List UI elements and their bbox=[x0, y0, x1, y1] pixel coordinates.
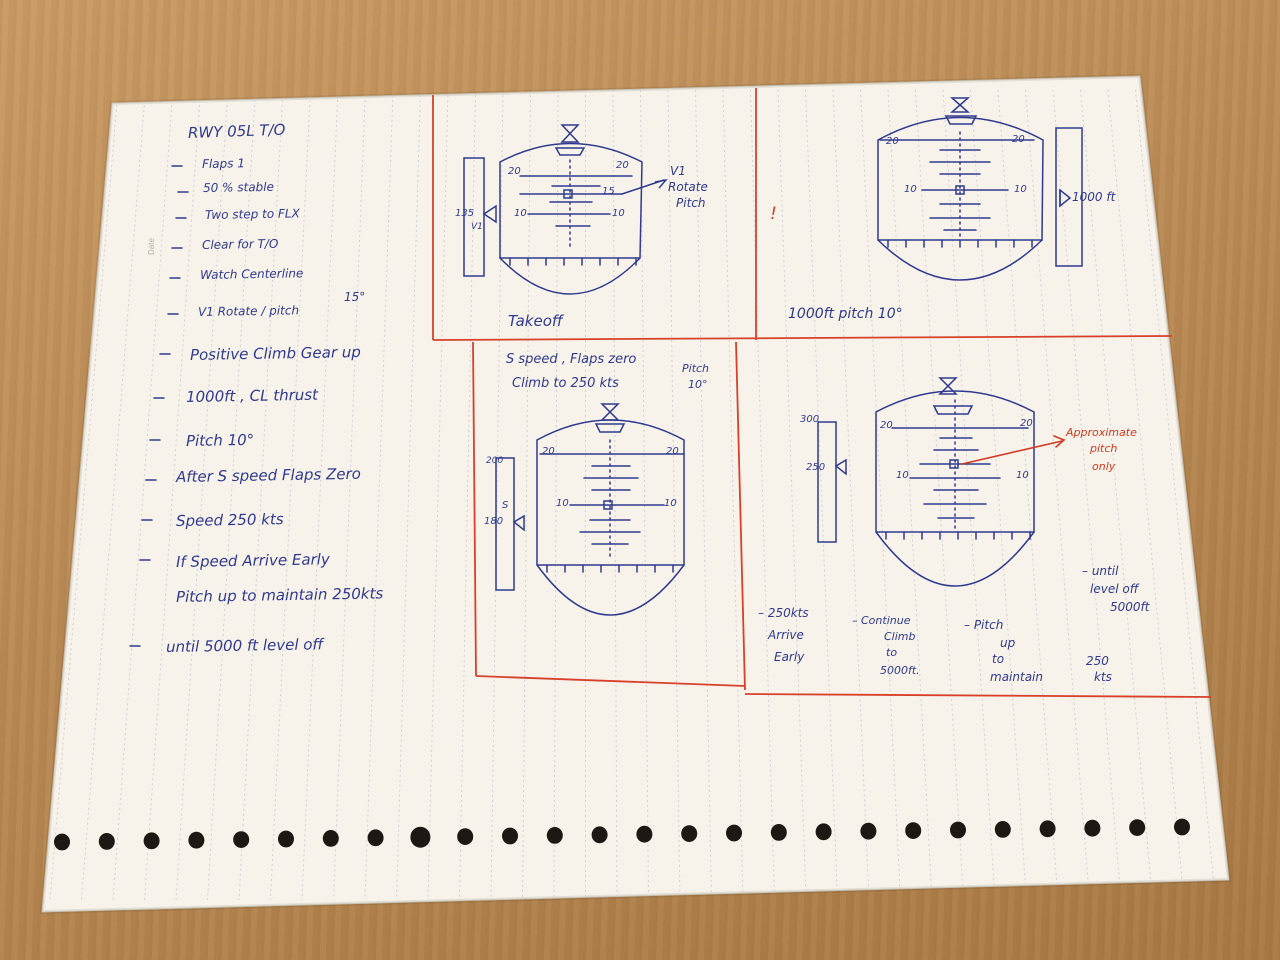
pitch-note: 15° bbox=[344, 290, 366, 304]
thousand-ft-attitude-indicator bbox=[877, 97, 1083, 281]
checklist-item: Clear for T/O bbox=[201, 236, 279, 252]
bottom-note: to bbox=[886, 646, 898, 659]
bottom-note: to bbox=[992, 652, 1005, 666]
s-speed-pitch-label: 10 bbox=[556, 498, 569, 509]
bottom-note: Arrive bbox=[768, 628, 804, 642]
arrive-early-attitude-indicator bbox=[817, 377, 1035, 587]
checklist-item: Pitch 10° bbox=[185, 430, 255, 450]
s-speed-tape-label: 180 bbox=[484, 516, 504, 527]
thousand-caption: 1000ft pitch 10° bbox=[788, 306, 903, 322]
s-speed-pitch-label: 20 bbox=[666, 446, 679, 457]
bottom-note: kts bbox=[1094, 670, 1112, 684]
arrive-pitch-label: 20 bbox=[1020, 418, 1033, 429]
approx-note: pitch bbox=[1090, 442, 1118, 455]
until-note: 5000ft bbox=[1110, 600, 1150, 614]
exclamation-mark: ! bbox=[770, 204, 777, 224]
checklist-item: Pitch up to maintain 250kts bbox=[175, 584, 384, 606]
s-speed-pitch-label: 10 bbox=[664, 498, 677, 509]
takeoff-pitch-label: 20 bbox=[616, 160, 629, 171]
takeoff-note: Rotate bbox=[668, 180, 708, 194]
arrive-tape-label: 300 bbox=[800, 414, 820, 425]
s-speed-line: Climb to 250 kts bbox=[512, 376, 619, 391]
bottom-note: – Continue bbox=[852, 614, 911, 627]
s-speed-side: 10° bbox=[688, 378, 708, 391]
checklist-item: Positive Climb Gear up bbox=[189, 343, 361, 364]
s-speed-tape-label: S bbox=[502, 500, 509, 511]
checklist-item: Two step to FLX bbox=[204, 206, 300, 222]
thousand-pitch-label: 10 bbox=[1014, 184, 1027, 195]
checklist-item: Speed 250 kts bbox=[175, 510, 284, 530]
bottom-note: – Pitch bbox=[964, 618, 1004, 632]
takeoff-speed-value: 135 bbox=[455, 208, 475, 219]
until-note: – until bbox=[1082, 564, 1119, 578]
checklist-item: 50 % stable bbox=[202, 179, 275, 195]
takeoff-pitch-label: 20 bbox=[508, 166, 521, 177]
bottom-note: Climb bbox=[884, 630, 916, 643]
checklist-item: V1 Rotate / pitch bbox=[197, 303, 300, 319]
arrive-pitch-label: 20 bbox=[880, 420, 893, 431]
s-speed-line: S speed , Flaps zero bbox=[506, 352, 637, 367]
takeoff-note: V1 bbox=[670, 164, 686, 178]
checklist-item: until 5000 ft level off bbox=[165, 635, 324, 656]
takeoff-speed-marker: V1 bbox=[471, 222, 483, 232]
bottom-note: Early bbox=[774, 650, 805, 664]
thousand-pitch-label: 20 bbox=[1012, 134, 1025, 145]
takeoff-attitude-indicator bbox=[463, 124, 665, 295]
checklist-item: If Speed Arrive Early bbox=[175, 550, 330, 571]
s-speed-attitude-indicator bbox=[495, 403, 685, 616]
s-speed-side: Pitch bbox=[682, 362, 710, 375]
s-speed-pitch-label: 20 bbox=[542, 446, 555, 457]
bottom-note: maintain bbox=[990, 670, 1043, 684]
bottom-note: 5000ft. bbox=[880, 664, 920, 677]
checklist-item: Flaps 1 bbox=[201, 156, 246, 171]
arrive-pitch-label: 10 bbox=[1016, 470, 1029, 481]
bottom-note: up bbox=[1000, 636, 1016, 650]
approx-note: Approximate bbox=[1066, 426, 1137, 439]
takeoff-pitch-label: 10 bbox=[612, 208, 625, 219]
approx-note: only bbox=[1092, 460, 1116, 473]
bottom-note: 250 bbox=[1086, 654, 1109, 668]
takeoff-pitch-label: 15 bbox=[602, 186, 615, 197]
takeoff-caption: Takeoff bbox=[508, 312, 563, 330]
thousand-altitude: 1000 ft bbox=[1072, 190, 1116, 204]
s-speed-tape-label: 200 bbox=[486, 456, 504, 466]
checklist-item: After S speed Flaps Zero bbox=[175, 464, 362, 486]
checklist-title: RWY 05L T/O bbox=[187, 120, 286, 142]
bottom-note: – 250kts bbox=[758, 606, 809, 620]
takeoff-note: Pitch bbox=[676, 196, 706, 210]
takeoff-pitch-label: 10 bbox=[514, 208, 527, 219]
until-note: level off bbox=[1090, 582, 1139, 596]
checklist-item: Watch Centerline bbox=[199, 266, 304, 282]
checklist-item: 1000ft , CL thrust bbox=[185, 385, 319, 406]
thousand-pitch-label: 10 bbox=[904, 184, 917, 195]
thousand-pitch-label: 20 bbox=[886, 136, 899, 147]
arrive-tape-label: 250 bbox=[806, 462, 826, 473]
arrive-pitch-label: 10 bbox=[896, 470, 909, 481]
date-label: Date bbox=[146, 238, 156, 255]
